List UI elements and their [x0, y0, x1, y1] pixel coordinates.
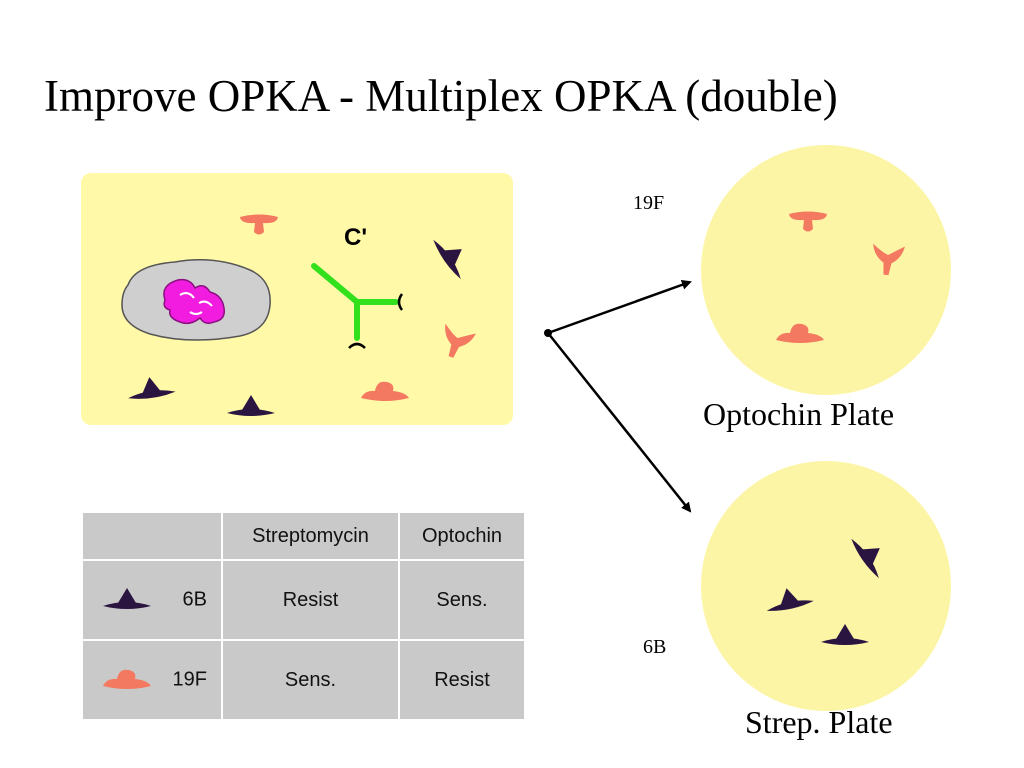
strain-6b-icon — [103, 588, 151, 609]
optochin-plate — [701, 145, 951, 395]
strep-plate — [701, 461, 951, 711]
table-cell: Sens. — [398, 559, 526, 641]
slide-title: Improve OPKA - Multiplex OPKA (double) — [44, 71, 838, 121]
table-header-cell: Streptomycin — [221, 511, 400, 561]
strain-name: 6B — [182, 588, 207, 611]
table-header-cell — [81, 511, 223, 561]
phagocyte-cell — [121, 259, 271, 341]
table-row: 6B Resist Sens. — [81, 559, 526, 641]
reaction-well-panel — [81, 173, 513, 425]
table-header-cell: Optochin — [398, 511, 526, 561]
table-row: 19F Sens. Resist — [81, 639, 526, 721]
optochin-plate-label: Optochin Plate — [703, 396, 895, 432]
table-cell: Resist — [398, 639, 526, 721]
strain-cell: 19F — [81, 639, 223, 721]
strain-19f-label: 19F — [633, 192, 665, 214]
strep-plate-label: Strep. Plate — [745, 704, 893, 740]
strain-name: 19F — [172, 668, 207, 691]
complement-label: C' — [344, 224, 367, 251]
table-cell: Resist — [221, 559, 400, 641]
strain-6b-label: 6B — [643, 636, 667, 658]
strain-19f-icon — [103, 669, 151, 689]
antibody-icon — [311, 263, 404, 349]
arrow-to-strep-plate — [547, 332, 692, 513]
strain-cell: 6B — [81, 559, 223, 641]
table-header-row: Streptomycin Optochin — [81, 511, 526, 561]
table-cell: Sens. — [221, 639, 400, 721]
arrow-to-optochin-plate — [547, 279, 692, 335]
sensitivity-table: Streptomycin Optochin 6B Resist Sens. 19… — [81, 511, 526, 721]
phagocyte-nucleus — [163, 278, 226, 325]
